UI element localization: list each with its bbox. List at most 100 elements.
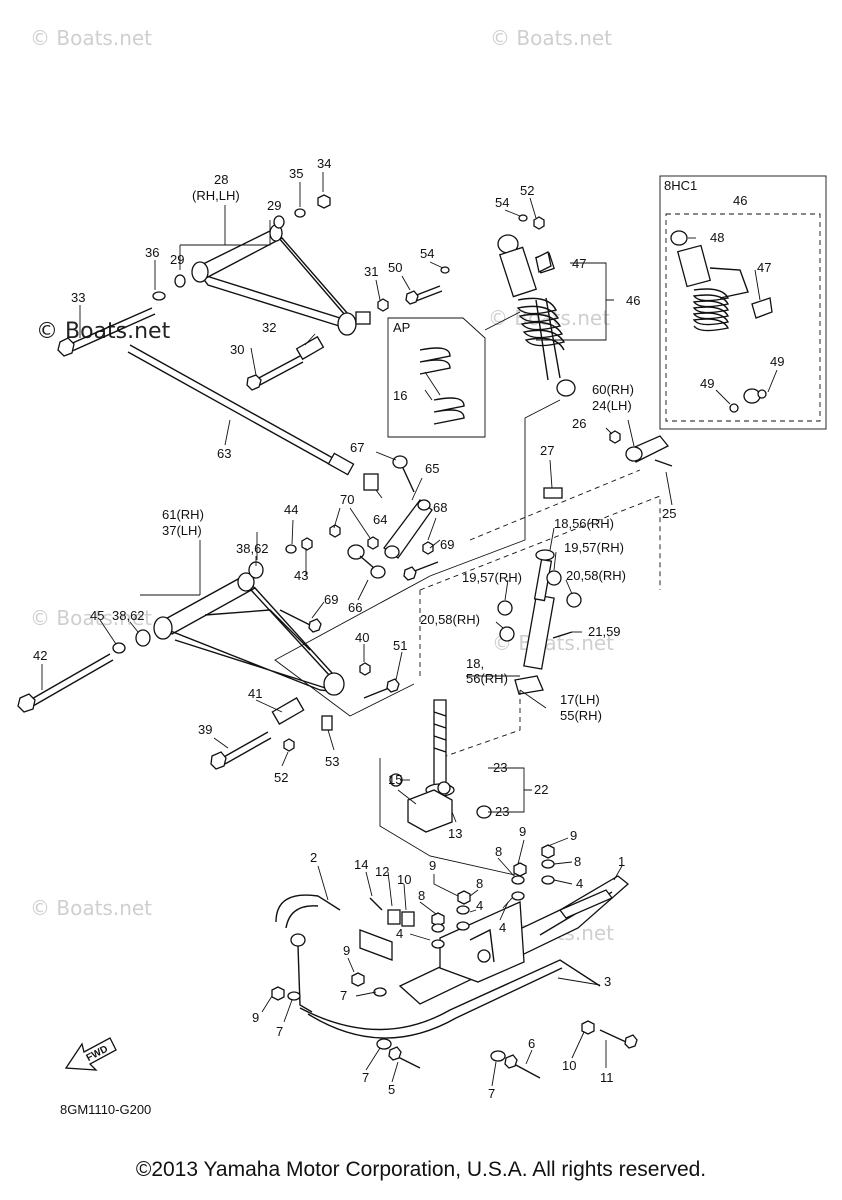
bolt-69-lower [279,609,322,633]
label-33: 33 [71,290,85,305]
bolt-33 [57,307,156,357]
collar-upper-31 [355,311,371,325]
nut-70-left [329,524,341,538]
washer-45 [112,642,126,654]
fwd-label: FWD [85,1044,110,1064]
label-18-lower: 18, [466,656,484,671]
label-8-center-left: 8 [418,888,425,903]
label-46: 46 [626,293,640,308]
diagram-code: 8GM1110-G200 [60,1102,151,1117]
bolt-42 [17,653,114,713]
label-36: 36 [145,245,159,260]
label-24-lh: 24(LH) [592,398,632,413]
label-61-rh: 61(RH) [162,507,204,522]
nut-26 [609,430,621,444]
label-49-inset-right: 49 [770,354,784,369]
nut-40 [359,662,371,676]
label-60-rh: 60(RH) [592,382,634,397]
label-8-center-right: 8 [476,876,483,891]
label-43: 43 [294,568,308,583]
ap-box: AP [387,317,486,438]
washer-54-lower [440,266,450,274]
label-31: 31 [364,264,378,279]
ski-bumper-2 [275,894,341,1013]
label-25: 25 [662,506,676,521]
label-18-56-upper: 18,56(RH) [554,516,614,531]
bushing-29-left [174,274,186,288]
bushing-19-upper [546,570,562,586]
nut-10-lower [581,1020,595,1035]
steering-arm [625,435,673,467]
nut-70-right [367,536,379,550]
label-67: 67 [350,440,364,455]
collar-41 [271,697,305,725]
bolt-39 [210,731,272,770]
link-65 [383,499,433,559]
bolt-50 [405,285,443,305]
bushing-53 [321,715,333,731]
label-54-upper: 54 [495,195,509,210]
label-7-left: 7 [340,988,347,1003]
label-65: 65 [425,461,439,476]
label-22: 22 [534,782,548,797]
label-41: 41 [248,686,262,701]
label-42: 42 [33,648,47,663]
guide-line-f [379,758,516,876]
label-13: 13 [448,826,462,841]
label-46-inset: 46 [733,193,747,208]
label-32: 32 [262,320,276,335]
watermark-mid-left: © Boats.net [30,606,152,630]
label-29-right: 29 [267,198,281,213]
label-7-outer: 7 [276,1024,283,1039]
label-49-inset-left: 49 [700,376,714,391]
label-35: 35 [289,166,303,181]
fitting-21 [552,631,573,639]
label-68: 68 [433,500,447,515]
bolt-11 [599,1029,638,1049]
label-69-upper: 69 [440,537,454,552]
label-19-57-upper: 19,57(RH) [564,540,624,555]
bushing-20-lower [499,626,515,642]
nut-52-lower [283,738,295,752]
nut-68 [422,541,434,555]
label-50: 50 [388,260,402,275]
suspension-parts-diagram: © Boats.net © Boats.net © Boats.net © Bo… [17,26,827,1117]
ski-saddle-10 [359,901,525,983]
label-8-far-right: 8 [574,854,581,869]
bushing-12 [387,909,401,925]
label-38-62-lower: 38,62 [112,608,145,623]
watermark-bottom-left: © Boats.net [30,896,152,920]
leader-lines [41,172,778,1087]
label-19-57-lower: 19,57(RH) [462,570,522,585]
hardware-stack-center [431,890,471,949]
label-8-right: 8 [495,844,502,859]
label-39: 39 [198,722,212,737]
bolt-51 [363,678,400,699]
label-34: 34 [317,156,331,171]
spindle [523,549,555,670]
label-52-upper: 52 [520,183,534,198]
bushing-64 [363,473,379,491]
label-21-59: 21,59 [588,624,621,639]
label-70: 70 [340,492,354,507]
label-40: 40 [355,630,369,645]
label-4-right: 4 [499,920,506,935]
lower-a-arm [153,572,345,696]
bolt-30 [246,355,304,391]
bolt-69-upper [403,561,439,581]
guide-line-d [445,690,521,757]
clamp-15 [389,773,492,833]
inset-title: 8HC1 [664,178,697,193]
label-4-far-right: 4 [576,876,583,891]
label-45: 45 [90,608,104,623]
label-48-inset: 48 [710,230,724,245]
label-9-right-upper: 9 [519,824,526,839]
label-28: 28 [214,172,228,187]
label-9-left: 9 [343,943,350,958]
cover-47 [535,251,552,273]
label-51: 51 [393,638,407,653]
label-64: 64 [373,512,387,527]
washer-36 [152,291,166,301]
nut-34 [317,194,331,209]
washer-7-outer [287,991,301,1001]
